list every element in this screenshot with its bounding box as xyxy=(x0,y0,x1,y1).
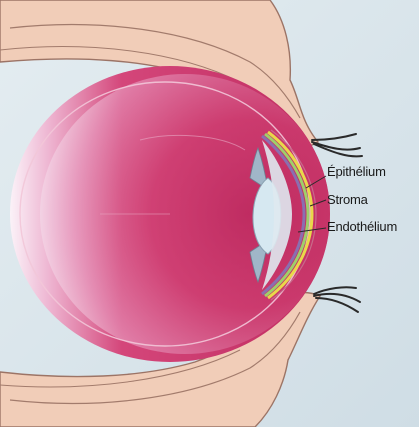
label-endothelium: Endothélium xyxy=(327,219,397,234)
label-stroma: Stroma xyxy=(327,192,368,207)
label-epithelium: Épithélium xyxy=(327,164,386,179)
